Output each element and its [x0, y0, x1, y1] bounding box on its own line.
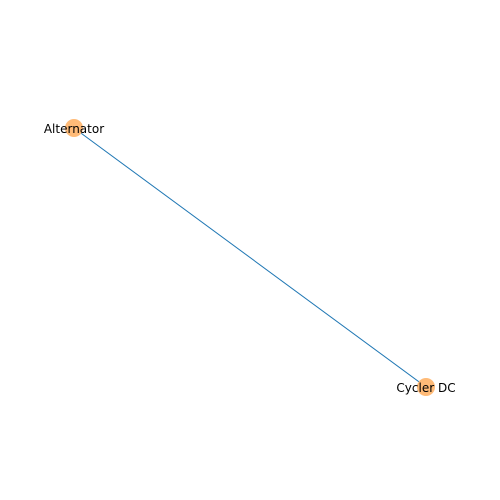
edges-layer — [73, 127, 427, 388]
node-cycler-dc — [417, 378, 435, 396]
edge-alternator-cycler-dc — [73, 127, 427, 388]
labels-layer: Alternator Cycler DC — [44, 122, 456, 395]
node-alternator — [65, 119, 83, 137]
nodes-layer — [65, 119, 435, 396]
node-label-alternator: Alternator — [44, 122, 104, 136]
node-label-cycler-dc: Cycler DC — [396, 381, 455, 395]
